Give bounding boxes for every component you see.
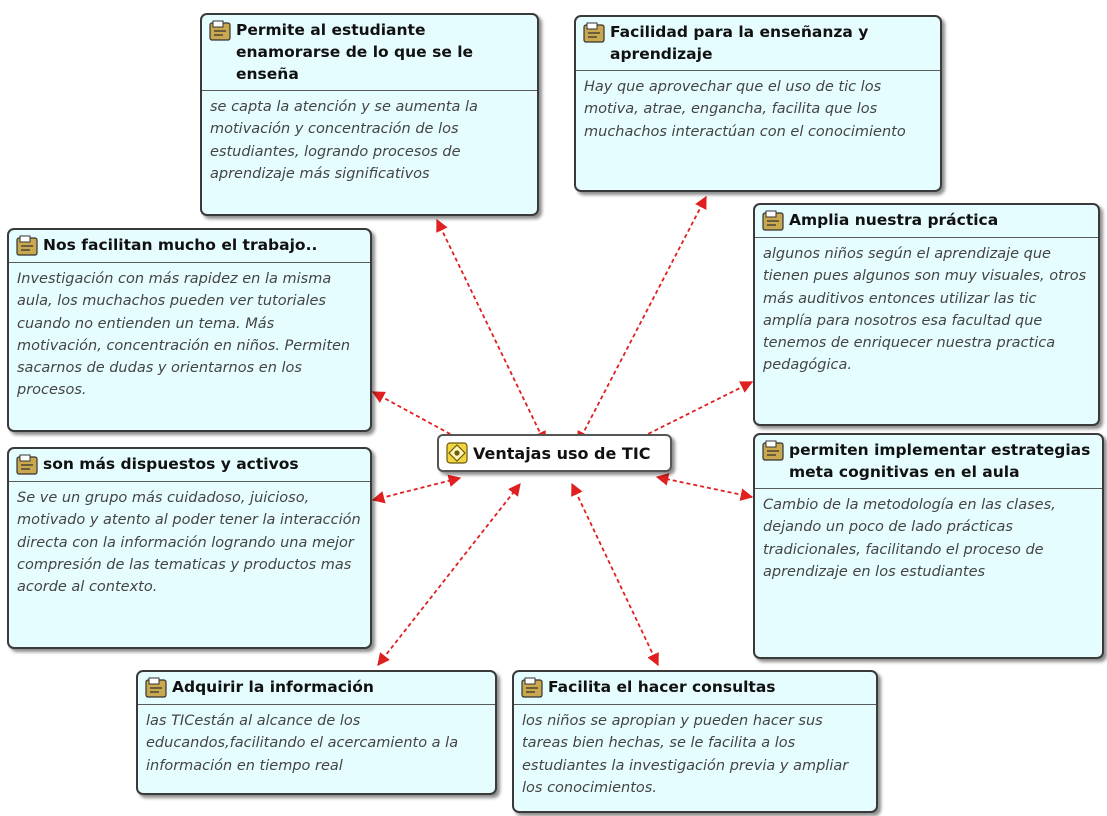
quote-node-metacognitivas[interactable]: permiten implementar estrategias meta co… (753, 433, 1104, 659)
node-comment: algunos niños según el aprendizaje que t… (763, 246, 1087, 374)
node-header: Adquirir la información (138, 672, 495, 705)
central-code-node[interactable]: Ventajas uso de TIC (437, 434, 672, 472)
node-title: son más dispuestos y activos (43, 455, 299, 473)
quote-node-dispuestos[interactable]: son más dispuestos y activos Se ve un gr… (7, 447, 372, 649)
node-comment: las TICestán al alcance de los educandos… (146, 713, 459, 774)
node-header: Amplia nuestra práctica (755, 205, 1098, 238)
quote-node-practica[interactable]: Amplia nuestra práctica algunos niños se… (753, 203, 1100, 426)
connector-facilidad (577, 195, 707, 445)
node-title: permiten implementar estrategias meta co… (789, 441, 1091, 481)
connector-metacognitivas (655, 473, 754, 501)
quotation-icon (762, 440, 784, 461)
quote-node-informacion[interactable]: Adquirir la información las TICestán al … (136, 670, 497, 795)
node-title: Facilita el hacer consultas (548, 678, 776, 696)
connector-dispuestos (371, 474, 462, 504)
node-header: Nos facilitan mucho el trabajo.. (9, 230, 370, 263)
quotation-icon (762, 210, 784, 231)
node-header: Permite al estudiante enamorarse de lo q… (202, 15, 537, 91)
quotation-icon (145, 677, 167, 698)
node-header: Facilita el hacer consultas (514, 672, 876, 705)
quote-node-trabajo[interactable]: Nos facilitan mucho el trabajo.. Investi… (7, 228, 372, 432)
node-header: son más dispuestos y activos (9, 449, 370, 482)
network-icon (446, 442, 468, 464)
central-code-label: Ventajas uso de TIC (473, 443, 651, 463)
quote-node-enamorarse[interactable]: Permite al estudiante enamorarse de lo q… (200, 13, 539, 216)
node-comment: se capta la atención y se aumenta la mot… (210, 99, 478, 182)
quote-node-consultas[interactable]: Facilita el hacer consultas los niños se… (512, 670, 878, 813)
quotation-icon (16, 235, 38, 256)
node-comment: los niños se apropian y pueden hacer sus… (522, 713, 849, 796)
node-title: Adquirir la información (172, 678, 374, 696)
quote-node-facilidad[interactable]: Facilidad para la enseñanza y aprendizaj… (574, 15, 942, 192)
node-header: Facilidad para la enseñanza y aprendizaj… (576, 17, 940, 71)
quotation-icon (521, 677, 543, 698)
node-title: Nos facilitan mucho el trabajo.. (43, 236, 318, 254)
connector-informacion (377, 483, 521, 666)
node-comment: Investigación con más rapidez en la mism… (17, 271, 351, 399)
node-comment: Hay que aprovechar que el uso de tic los… (584, 79, 906, 140)
node-title: Permite al estudiante enamorarse de lo q… (236, 21, 474, 83)
node-title: Facilidad para la enseñanza y aprendizaj… (610, 23, 869, 63)
node-comment: Se ve un grupo más cuidadoso, juicioso, … (17, 490, 361, 596)
quotation-icon (16, 454, 38, 475)
quotation-icon (209, 20, 231, 41)
node-title: Amplia nuestra práctica (789, 211, 999, 229)
node-header: permiten implementar estrategias meta co… (755, 435, 1102, 489)
connector-enamorarse (436, 218, 546, 445)
connector-consultas (571, 482, 659, 667)
node-comment: Cambio de la metodología en las clases, … (763, 497, 1056, 580)
quotation-icon (583, 22, 605, 43)
